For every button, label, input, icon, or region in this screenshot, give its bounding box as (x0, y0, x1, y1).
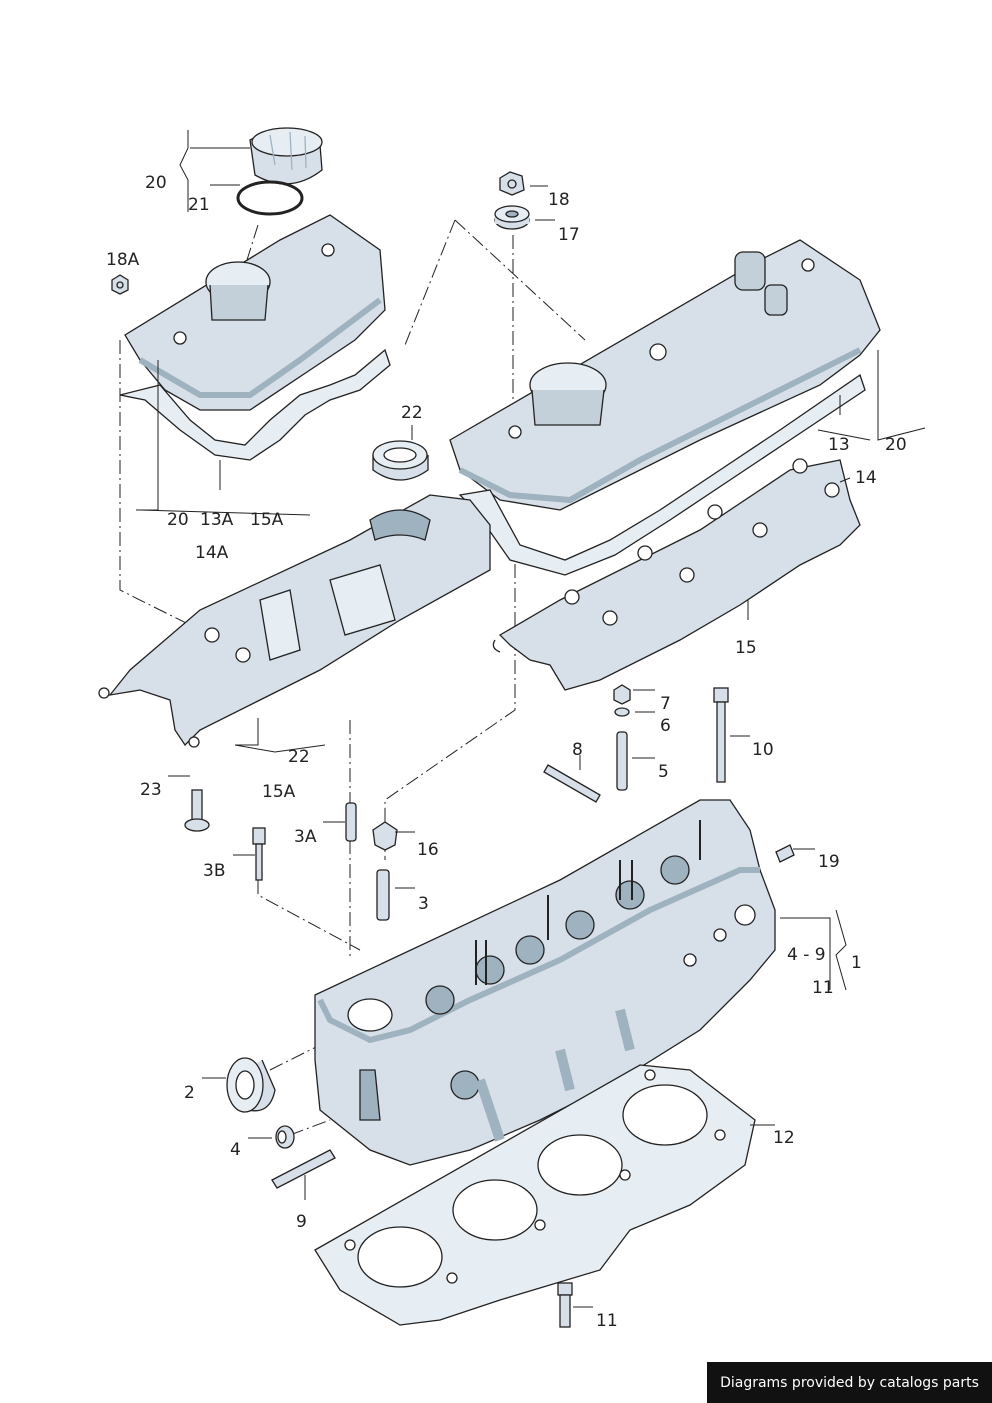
label-16: 16 (417, 840, 439, 860)
bolt-23 (184, 789, 210, 832)
right-cylinder-head-cover (449, 239, 881, 511)
callout-labels: 20 21 18A 18 17 22 20 13A 15A 14A 13 20 … (106, 173, 907, 1331)
label-20-left: 20 (167, 510, 189, 530)
label-12: 12 (773, 1128, 795, 1148)
nut-18a (111, 274, 129, 295)
label-9: 9 (296, 1212, 307, 1232)
label-1: 1 (851, 953, 862, 973)
oil-filler-cap (249, 127, 323, 185)
right-cover-gasket (458, 373, 866, 576)
label-5: 5 (658, 762, 669, 782)
label-20-cap: 20 (145, 173, 167, 193)
nut-16 (372, 821, 398, 851)
cap-seal-ring (236, 180, 304, 216)
bolt-10 (713, 687, 729, 783)
valve-3 (376, 869, 390, 921)
nut-7 (613, 684, 631, 705)
label-13: 13 (828, 435, 850, 455)
bolt-3b (252, 827, 266, 881)
label-19: 19 (818, 852, 840, 872)
label-15a-top: 15A (250, 510, 284, 530)
oil-seal-2 (226, 1057, 276, 1113)
label-6: 6 (660, 716, 671, 736)
label-3: 3 (418, 894, 429, 914)
label-18: 18 (548, 190, 570, 210)
label-4-9: 4 - 9 (787, 945, 826, 965)
label-4: 4 (230, 1140, 241, 1160)
left-cover-gasket (119, 348, 391, 461)
plug-19 (775, 844, 795, 863)
baffle-plate-left (98, 494, 491, 748)
label-8: 8 (572, 740, 583, 760)
label-2: 2 (184, 1083, 195, 1103)
label-18a: 18A (106, 250, 140, 270)
label-21: 21 (188, 195, 210, 215)
cylinder-head (314, 799, 776, 1166)
credit-banner: Diagrams provided by catalogs parts (707, 1362, 992, 1403)
dowel-11 (557, 1282, 573, 1328)
leader-lines (136, 130, 926, 1308)
label-14: 14 (855, 468, 877, 488)
label-10: 10 (752, 740, 774, 760)
label-3a: 3A (294, 827, 317, 847)
label-11-dowel: 11 (596, 1311, 618, 1331)
label-20-right: 20 (885, 435, 907, 455)
label-15: 15 (735, 638, 757, 658)
cylinder-head-gasket (314, 1064, 756, 1326)
stud-9 (271, 1149, 336, 1189)
left-cylinder-head-cover (124, 214, 386, 411)
stud-5 (616, 731, 628, 791)
stud-8 (543, 764, 601, 803)
nut-18 (499, 171, 525, 196)
label-22-plate: 22 (288, 747, 310, 767)
label-13a: 13A (200, 510, 234, 530)
label-7: 7 (660, 694, 671, 714)
label-23: 23 (140, 780, 162, 800)
washer-6 (614, 707, 630, 717)
label-22-seal: 22 (401, 403, 423, 423)
baffle-plate-right (492, 458, 861, 691)
label-15a-bottom: 15A (262, 782, 296, 802)
label-11-head: 11 (812, 978, 834, 998)
washer-17 (494, 205, 530, 230)
label-17: 17 (558, 225, 580, 245)
seal-22 (372, 440, 429, 481)
plug-3a (345, 802, 357, 842)
label-14a: 14A (195, 543, 229, 563)
bush-4 (275, 1125, 295, 1149)
label-3b: 3B (203, 861, 225, 881)
